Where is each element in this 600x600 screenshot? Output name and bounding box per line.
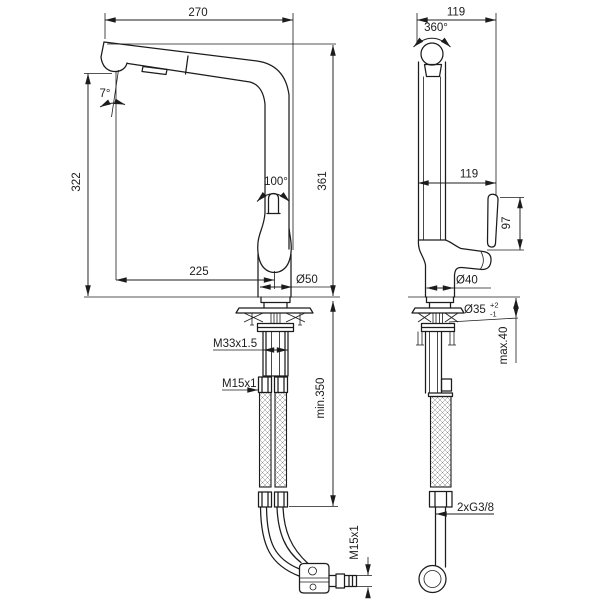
deck-plate <box>235 307 314 314</box>
side-end-tube <box>434 506 447 568</box>
braided-hose-left <box>258 391 272 488</box>
mounting-nut <box>256 322 295 333</box>
ext-max40-lower <box>448 317 519 323</box>
check-valve-assembly <box>298 562 358 594</box>
ext-119-top <box>416 13 497 196</box>
base-steps <box>260 296 291 309</box>
aerator-tilt-line <box>111 69 119 118</box>
side-braided-hose <box>429 395 452 488</box>
thread-label-m15-outlet: M15x1 <box>349 525 361 560</box>
dim-label-d35-tol-plus: +2 <box>490 301 499 310</box>
dim-label-d35-tol-minus: -1 <box>490 310 497 319</box>
valve-screw-top <box>308 566 317 576</box>
boss-cap-seam <box>480 251 484 270</box>
hose-end-loop-outer <box>418 564 447 594</box>
dim-label-361: 361 <box>317 171 329 190</box>
spout-outline <box>100 41 290 250</box>
inner-hose-tubes <box>271 331 280 377</box>
braided-hose-right <box>274 391 288 488</box>
outlet-pipe-outer <box>259 506 301 577</box>
front-view-dimensions: 270 361 322 225 7° 100° Ø50 min.350 <box>71 7 372 599</box>
dim-label-270: 270 <box>188 7 207 19</box>
angle-label-100: 100° <box>264 176 288 188</box>
side-deck-plate <box>411 307 465 314</box>
hose-end-loop-inner <box>423 570 442 588</box>
side-body-left <box>417 239 427 298</box>
angle-label-7: 7° <box>100 88 111 100</box>
mounting-hardware <box>235 307 314 377</box>
side-center-column <box>432 313 443 324</box>
arc-7deg <box>99 98 126 108</box>
dim-label-119-top: 119 <box>447 7 465 19</box>
dim-label-119-lower: 119 <box>460 169 478 181</box>
outlet-pipe-inner <box>276 506 309 565</box>
dim-label-225: 225 <box>189 266 208 278</box>
spray-head-seam <box>184 55 189 75</box>
valve-seams <box>299 577 329 583</box>
body-cylinder <box>257 253 292 298</box>
ext-270 <box>104 13 294 250</box>
handle-lever <box>266 192 281 215</box>
side-supply-pipes-outer <box>424 330 443 394</box>
dim-label-322: 322 <box>71 172 83 191</box>
center-column <box>270 313 281 324</box>
front-view: 270 361 322 225 7° 100° Ø50 min.350 <box>71 7 372 599</box>
valve-screw-bottom <box>309 583 317 591</box>
riser-inner-lines <box>423 76 441 240</box>
side-view-dimensions: 119 360° 119 97 Ø40 max.40 Ø35 +2 -1 2xG… <box>408 7 524 517</box>
hose-end-nut-right <box>273 491 289 508</box>
side-body-right-boss <box>444 239 492 298</box>
side-body-handle <box>417 193 499 309</box>
side-mounting-nut <box>420 322 456 333</box>
arc-100deg <box>256 192 290 202</box>
spout-top-edge <box>103 41 290 250</box>
side-aerator <box>423 63 443 78</box>
handle-and-body <box>257 192 292 309</box>
side-hose-tab <box>440 378 453 392</box>
angle-label-360: 360° <box>424 22 448 34</box>
spray-release-button <box>141 65 168 76</box>
thread-label-m33: M33x1.5 <box>213 338 257 350</box>
thread-label-2xg38: 2xG3/8 <box>457 502 494 514</box>
valve-body <box>298 562 330 594</box>
thread-label-m15-hose: M15x1 <box>222 378 257 390</box>
mixer-bulb <box>257 212 292 274</box>
dim-label-97: 97 <box>501 217 513 230</box>
threaded-shank <box>262 330 289 377</box>
supply-hoses <box>257 376 309 577</box>
ext-225 <box>115 72 275 289</box>
arc-360deg <box>413 37 451 48</box>
dim-label-min350: min.350 <box>315 378 327 419</box>
side-mounting-studs <box>416 331 456 346</box>
dim-label-d40: Ø40 <box>456 275 478 287</box>
side-supply-pipes-inner <box>429 331 438 393</box>
valve-outlet-nipple <box>328 573 358 589</box>
hose-nut-left <box>257 376 273 394</box>
spout-end-circle <box>420 42 444 66</box>
side-hose-end-nut <box>428 490 453 508</box>
spout-tip-face <box>100 41 105 58</box>
mounting-braces <box>243 312 306 323</box>
hose-nut-right <box>273 376 289 394</box>
mounting-studs <box>250 313 302 326</box>
dim-label-max40: max.40 <box>498 327 510 365</box>
side-view: 119 360° 119 97 Ø40 max.40 Ø35 +2 -1 2xG… <box>408 7 524 594</box>
side-base-steps <box>425 296 455 309</box>
dim-label-d35: Ø35 <box>464 304 486 316</box>
side-handle-lever <box>486 193 499 248</box>
riser-column <box>417 61 447 241</box>
side-hose-collar <box>427 392 454 398</box>
ext-m15-outlet <box>357 557 372 587</box>
dim-label-d50: Ø50 <box>296 274 318 286</box>
aerator-and-underside <box>100 56 266 214</box>
side-braces <box>417 312 459 323</box>
side-spout-column <box>417 42 447 241</box>
side-mounting-hardware <box>411 307 465 394</box>
side-hose <box>418 392 454 594</box>
hose-end-nut-left <box>257 491 273 508</box>
